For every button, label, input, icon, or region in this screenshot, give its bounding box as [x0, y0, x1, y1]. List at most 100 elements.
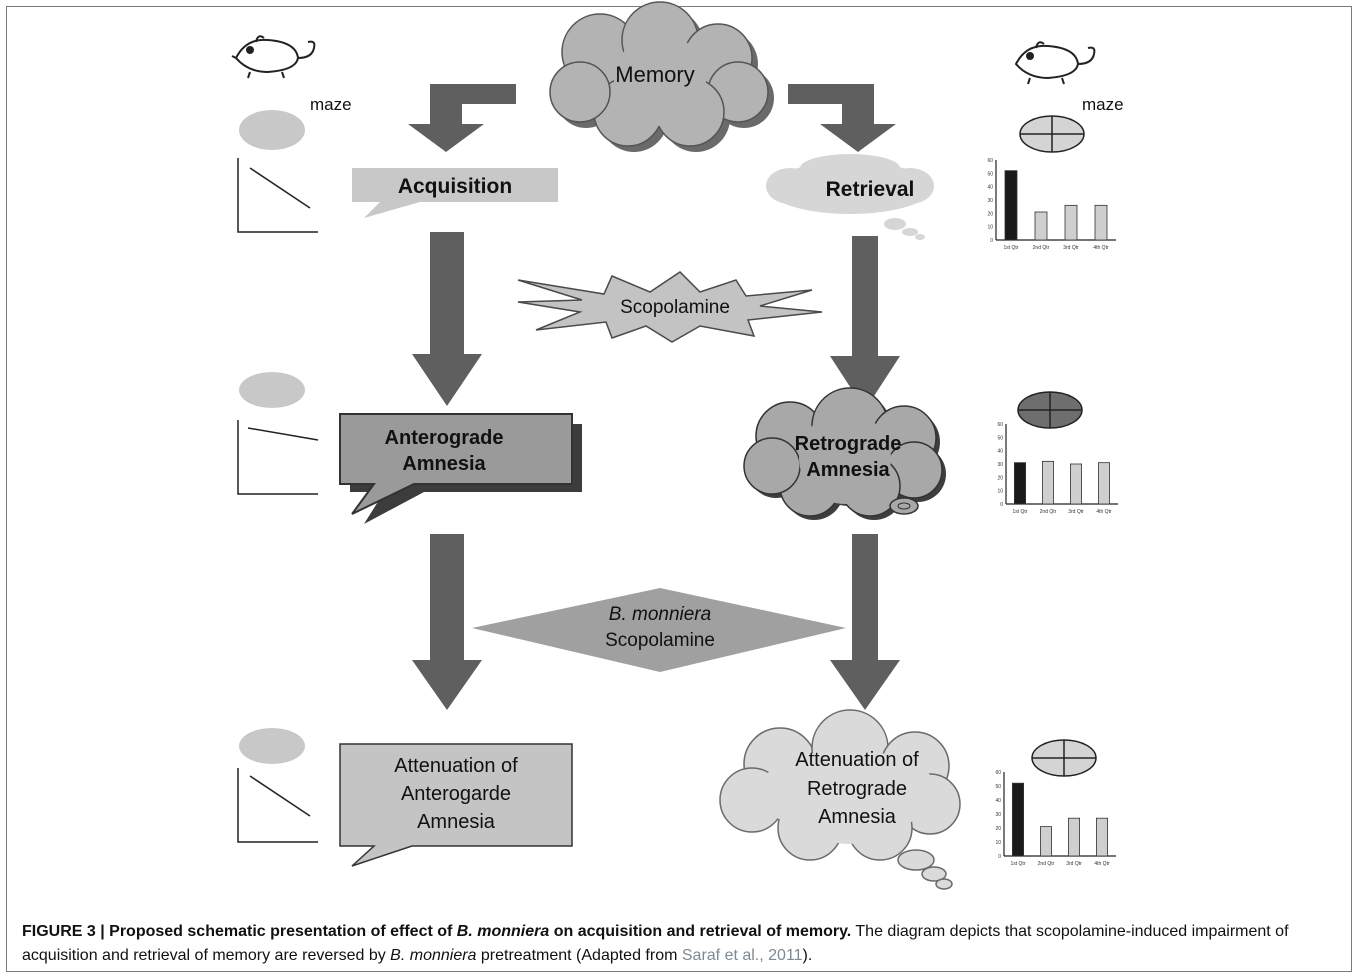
caption-body-2: pretreatment (Adapted from [476, 947, 682, 964]
atten-retro-line-1: Attenuation of [795, 749, 919, 771]
caption-body-species: B. monniera [390, 947, 477, 964]
down-arrow-left-2 [412, 534, 482, 710]
caption-body-1: The diagram depicts that scopolamine-ind… [22, 923, 1289, 964]
anterograde-line-2: Amnesia [402, 453, 486, 475]
chart-y-tick-label: 20 [995, 826, 1001, 832]
attenuation-retro-cloud: Attenuation of Retrograde Amnesia [719, 709, 961, 890]
chart-x-tick-label: 3rd Qtr [1068, 509, 1084, 515]
chart-y-tick-label: 60 [987, 158, 993, 164]
chart-x-tick-label: 1st Qtr [1012, 509, 1027, 515]
caption-title-start: FIGURE 3 | Proposed schematic presentati… [22, 923, 457, 940]
chart-y-tick-label: 30 [987, 198, 993, 204]
chart-x-tick-label: 4th Qtr [1094, 861, 1110, 867]
maze-label-right: maze [1082, 95, 1124, 114]
caption-body-3: ). [802, 947, 813, 964]
chart-y-tick-label: 60 [995, 770, 1001, 776]
maze-label-left: maze [310, 95, 352, 114]
oval-icon-middle-left [239, 372, 305, 408]
atten-antero-line-1: Attenuation of [394, 755, 518, 777]
retrograde-line-2: Amnesia [806, 459, 890, 481]
chart-bar [1040, 826, 1053, 857]
chart-y-tick-label: 60 [997, 422, 1003, 428]
chart-y-tick-label: 0 [998, 854, 1001, 860]
chart-bar [1070, 463, 1083, 505]
mouse-icon-left [231, 35, 316, 79]
diagram-canvas: maze maze Memory Acquisition [231, 1, 1124, 890]
chart-y-tick-label: 30 [995, 812, 1001, 818]
bent-arrow-left [408, 84, 516, 152]
citation-link[interactable]: Saraf et al., 2011 [681, 947, 803, 964]
atten-retro-line-3: Amnesia [818, 806, 897, 828]
chart-x-tick-label: 3rd Qtr [1066, 861, 1082, 867]
chart-bar [1068, 817, 1081, 857]
chart-bar [1012, 782, 1025, 857]
chart-y-tick-label: 0 [1000, 502, 1003, 508]
chart-y-tick-label: 20 [987, 211, 993, 217]
chart-y-tick-label: 40 [987, 185, 993, 191]
chart-bar [1004, 170, 1018, 241]
chart-y-tick-label: 10 [995, 840, 1001, 846]
chart-x-tick-label: 3rd Qtr [1063, 245, 1079, 251]
crossed-oval-icon-bottom [1031, 739, 1097, 777]
anterograde-line-1: Anterograde [385, 427, 504, 449]
treatment-diamond: B. monniera Scopolamine [472, 588, 846, 672]
line-graph-icon-top [237, 158, 318, 233]
chart-y-tick-label: 40 [995, 798, 1001, 804]
attenuation-chart: 0 10 20 30 40 50 60 1st Qtr 2nd Qtr 3rd Qtr 4th Qt… [995, 770, 1116, 867]
atten-antero-line-3: Amnesia [417, 811, 496, 833]
chart-bar [1042, 460, 1055, 505]
treatment-line-2: Scopolamine [605, 630, 715, 651]
chart-bar [1034, 211, 1048, 241]
memory-label: Memory [615, 62, 694, 87]
line-graph-icon-bottom [237, 768, 318, 843]
chart-y-tick-label: 50 [995, 784, 1001, 790]
down-arrow-right-2 [830, 534, 900, 710]
retrieval-cloud: Retrieval [766, 154, 934, 240]
chart-x-tick-label: 2nd Qtr [1038, 861, 1055, 867]
caption-title-end: on acquisition and retrieval of memory. [549, 923, 852, 940]
chart-x-tick-label: 2nd Qtr [1033, 245, 1050, 251]
chart-x-tick-label: 1st Qtr [1010, 861, 1025, 867]
retrieval-label: Retrieval [826, 178, 915, 201]
chart-y-tick-label: 10 [997, 489, 1003, 495]
chart-bar [1094, 204, 1108, 241]
treatment-line-1: B. monniera [609, 604, 711, 625]
mouse-icon-right [1014, 41, 1096, 85]
chart-y-tick-label: 10 [987, 225, 993, 231]
acquisition-callout: Acquisition [352, 168, 558, 218]
atten-antero-line-2: Anterogarde [401, 783, 511, 805]
retrograde-chart: 0 10 20 30 40 50 60 1st Qtr 2nd Qtr 3rd Qtr 4th Qt… [997, 422, 1118, 515]
chart-y-tick-label: 50 [997, 435, 1003, 441]
oval-icon-bottom-left [239, 728, 305, 764]
atten-retro-line-2: Retrograde [807, 778, 907, 800]
crossed-oval-icon-top [1019, 115, 1085, 153]
chart-x-tick-label: 1st Qtr [1003, 245, 1018, 251]
scopolamine-starburst: Scopolamine [517, 271, 823, 343]
chart-x-tick-label: 4th Qtr [1096, 509, 1112, 515]
figure-caption: FIGURE 3 | Proposed schematic presentati… [22, 920, 1342, 968]
attenuation-antero-callout: Attenuation of Anterogarde Amnesia [339, 743, 573, 867]
oval-icon-top-left [239, 110, 305, 150]
chart-y-tick-label: 20 [997, 475, 1003, 481]
caption-title: FIGURE 3 | Proposed schematic presentati… [22, 923, 851, 940]
bent-arrow-right [788, 84, 896, 152]
chart-y-tick-label: 50 [987, 171, 993, 177]
chart-x-tick-label: 4th Qtr [1093, 245, 1109, 251]
retrograde-line-1: Retrograde [795, 433, 902, 455]
memory-cloud: Memory [549, 1, 774, 152]
caption-title-species: B. monniera [456, 923, 550, 940]
down-arrow-right-1 [830, 236, 900, 410]
line-graph-icon-middle [237, 420, 319, 495]
chart-y-tick-label: 40 [997, 449, 1003, 455]
chart-y-tick-label: 30 [997, 462, 1003, 468]
crossed-oval-icon-middle [1017, 391, 1083, 429]
acquisition-label: Acquisition [398, 175, 512, 198]
chart-bar [1064, 204, 1078, 241]
anterograde-amnesia-callout: Anterograde Amnesia [339, 413, 582, 524]
chart-bar [1014, 462, 1027, 505]
down-arrow-left-1 [412, 232, 482, 406]
chart-bar [1098, 462, 1111, 505]
chart-x-tick-label: 2nd Qtr [1040, 509, 1057, 515]
scopolamine-label: Scopolamine [620, 297, 730, 318]
